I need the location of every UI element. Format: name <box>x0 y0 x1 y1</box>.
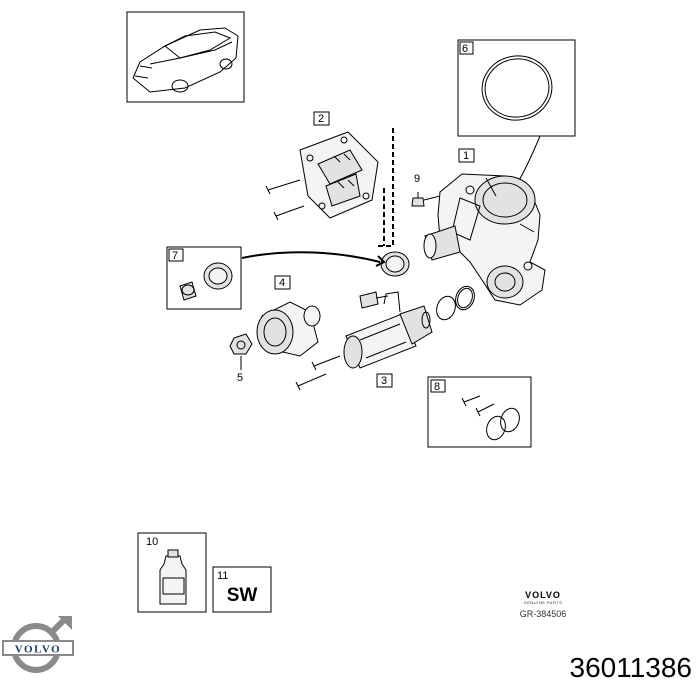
software-label: SW <box>227 585 258 606</box>
stamp-subline: GENUINE PARTS <box>523 600 563 605</box>
callout-2: 2 <box>318 113 324 125</box>
callout-7: 7 <box>172 250 178 262</box>
part-7-seal-kit-box: 7 <box>166 246 242 310</box>
callout-11: 11 <box>217 570 228 582</box>
part-1-main-housing <box>423 173 546 306</box>
part-number: 36011386 <box>569 652 693 683</box>
callout-1: 1 <box>463 150 469 162</box>
part-2-cover-plate <box>299 131 379 219</box>
part-7-seal-ring <box>380 251 410 277</box>
part-9-bolt <box>411 192 441 207</box>
stamp-wordmark: VOLVO <box>525 590 561 600</box>
callout-8: 8 <box>434 381 440 393</box>
callout-6: 6 <box>462 43 468 55</box>
assembly-guide-line <box>378 128 394 247</box>
callout-9: 9 <box>414 173 420 185</box>
vehicle-thumbnail <box>126 11 245 103</box>
part-2-screws <box>265 179 305 221</box>
part-8-seal-kit-box: 8 <box>427 376 532 448</box>
callout-3: 3 <box>381 375 387 387</box>
part-11-software-box: 11 SW <box>212 566 272 613</box>
arrow-to-seal <box>241 251 381 263</box>
diagram-reference: GR-384506 <box>519 609 567 619</box>
part-10-fluid-bottle-box: 10 <box>137 532 207 613</box>
part-3-screws <box>295 355 341 391</box>
callout-4: 4 <box>279 277 285 289</box>
housing-o-rings <box>436 285 475 321</box>
part-5-nut <box>229 333 253 370</box>
part-6-o-ring-box: 6 <box>457 39 576 193</box>
callout-5: 5 <box>237 372 243 384</box>
part-4-drum <box>256 301 321 357</box>
callout-10: 10 <box>146 536 158 548</box>
logo-wordmark: VOLVO <box>15 644 61 656</box>
genuine-parts-stamp: VOLVO GENUINE PARTS GR-384506 <box>510 590 576 619</box>
volvo-logo: VOLVO <box>2 615 74 673</box>
part-3-actuator-motor <box>343 291 433 369</box>
